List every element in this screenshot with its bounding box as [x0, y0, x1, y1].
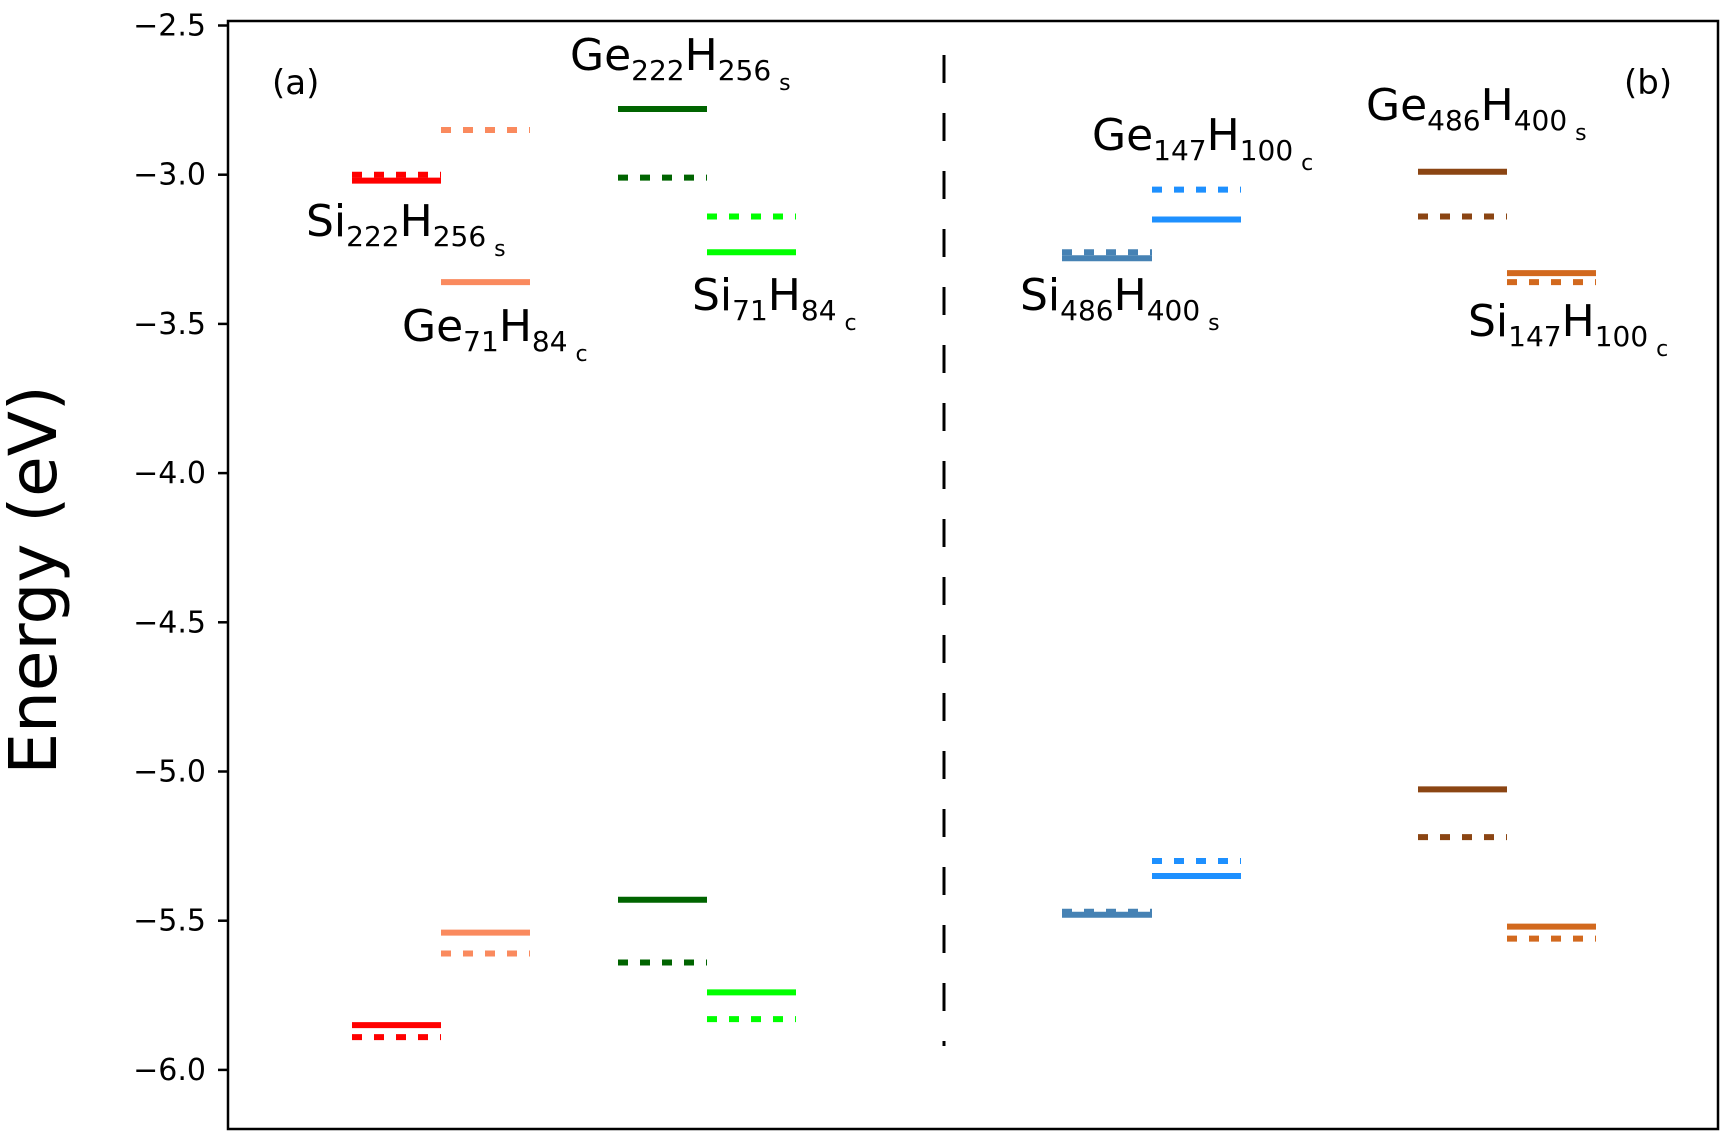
y-tick-label: −2.5 [133, 9, 206, 44]
panel-label-b: (b) [1624, 63, 1672, 103]
y-tick-label: −4.0 [133, 456, 206, 491]
y-tick-label: −4.5 [133, 605, 206, 640]
y-axis-label: Energy (eV) [0, 385, 72, 774]
energy-levels [352, 106, 1596, 1041]
y-tick-label: −3.5 [133, 307, 206, 342]
y-tick-label: −3.0 [133, 158, 206, 193]
y-tick-label: −5.5 [133, 904, 206, 939]
y-tick-label: −6.0 [133, 1053, 206, 1088]
plot-frame [226, 19, 1720, 1131]
y-axis-ticks: −2.5 −3.0 −3.5 −4.0 −4.5 −5.0 −5.5 −6.0 [133, 9, 228, 1088]
panel-label-a: (a) [272, 63, 319, 103]
y-tick-label: −5.0 [133, 755, 206, 790]
